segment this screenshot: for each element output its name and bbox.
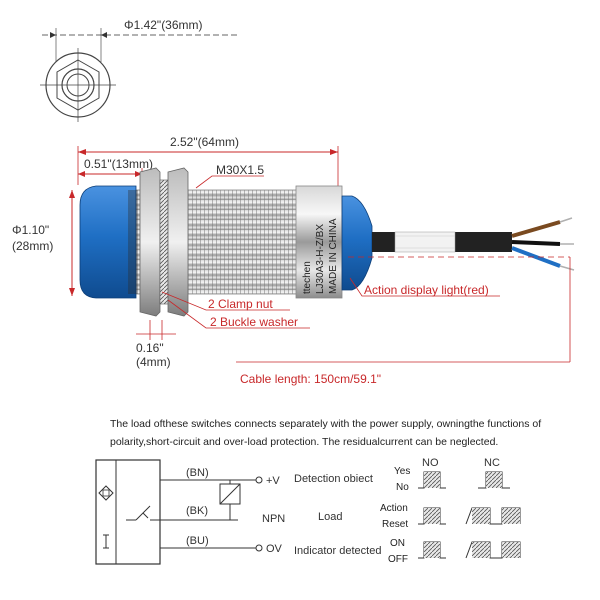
clamp-nut-2 [167, 167, 189, 317]
diameter-top-label: Φ1.42"(36mm) [124, 18, 203, 32]
row3-lo-label: OFF [388, 554, 408, 565]
description-line-1: The load ofthese switches connects separ… [110, 418, 542, 430]
buckle-washer-label: 2 Buckle washer [210, 315, 298, 329]
row1-hi-label: Yes [394, 466, 410, 477]
row2-label: Load [318, 511, 342, 523]
dimensions-side: 2.52"(64mm) 0.51"(13mm) Φ1.10" (28mm) 0.… [12, 135, 339, 369]
zero-label: OV [266, 543, 283, 555]
sensor-print: ttechen LJ30A3-H-Z/BX MADE IN CHINA [302, 218, 339, 294]
wiring-schematic: (BN) (BK) (BU) +V NPN OV [95, 459, 285, 565]
length-total-label: 2.52"(64mm) [170, 135, 239, 149]
bn-label: (BN) [186, 467, 209, 479]
clamp-nut-label: 2 Clamp nut [208, 297, 273, 311]
sensor-symbol-icon [98, 485, 114, 501]
model-text: LJ30A3-H-Z/BX [315, 224, 326, 294]
rear-cap [341, 195, 373, 291]
thread-label: M30X1.5 [216, 163, 264, 177]
origin-text: MADE IN CHINA [328, 218, 339, 294]
wire-blue [511, 246, 561, 268]
row1-lo-label: No [396, 482, 409, 493]
bk-label: (BK) [186, 505, 208, 517]
diameter-body-label-1: Φ1.10" [12, 223, 49, 237]
sensing-head [79, 185, 137, 299]
col-no-label: NO [422, 457, 439, 469]
row1-label: Detection obiect [294, 473, 373, 485]
rear-housing [295, 185, 343, 299]
action-light-label: Action display light(red) [364, 283, 489, 297]
wire-brown [511, 220, 561, 238]
buckle-washer [159, 179, 169, 305]
bu-label: (BU) [186, 535, 209, 547]
wire-black [511, 240, 561, 246]
front-view: Φ1.42"(36mm) [40, 18, 240, 122]
terminal-plus-icon [255, 476, 263, 484]
npn-label: NPN [262, 513, 285, 525]
washer-thickness-label-1: 0.16" [136, 341, 164, 355]
terminal-zero-icon [255, 544, 263, 552]
plus-label: +V [266, 475, 280, 487]
clamp-nut-1 [139, 167, 161, 317]
washer-thickness-label-2: (4mm) [136, 355, 171, 369]
row3-hi-label: ON [390, 538, 405, 549]
sensor-body: ttechen LJ30A3-H-Z/BX MADE IN CHINA [79, 167, 575, 362]
diameter-body-label-2: (28mm) [12, 239, 53, 253]
callouts: M30X1.5 2 Clamp nut 2 Buckle washer Acti… [161, 163, 570, 386]
row2-hi-label: Action [380, 503, 408, 514]
row3-label: Indicator detected [294, 545, 381, 557]
timing-table: NO NC Detection obiect Yes No Load Actio… [294, 457, 521, 565]
cable-length-label: Cable length: 150cm/59.1" [240, 372, 381, 386]
length-head-label: 0.51"(13mm) [84, 157, 153, 171]
row2-lo-label: Reset [382, 519, 408, 530]
brand-text: ttechen [302, 261, 313, 294]
col-nc-label: NC [484, 457, 500, 469]
description-line-2: polarity,short-circuit and over-load pro… [110, 436, 499, 448]
